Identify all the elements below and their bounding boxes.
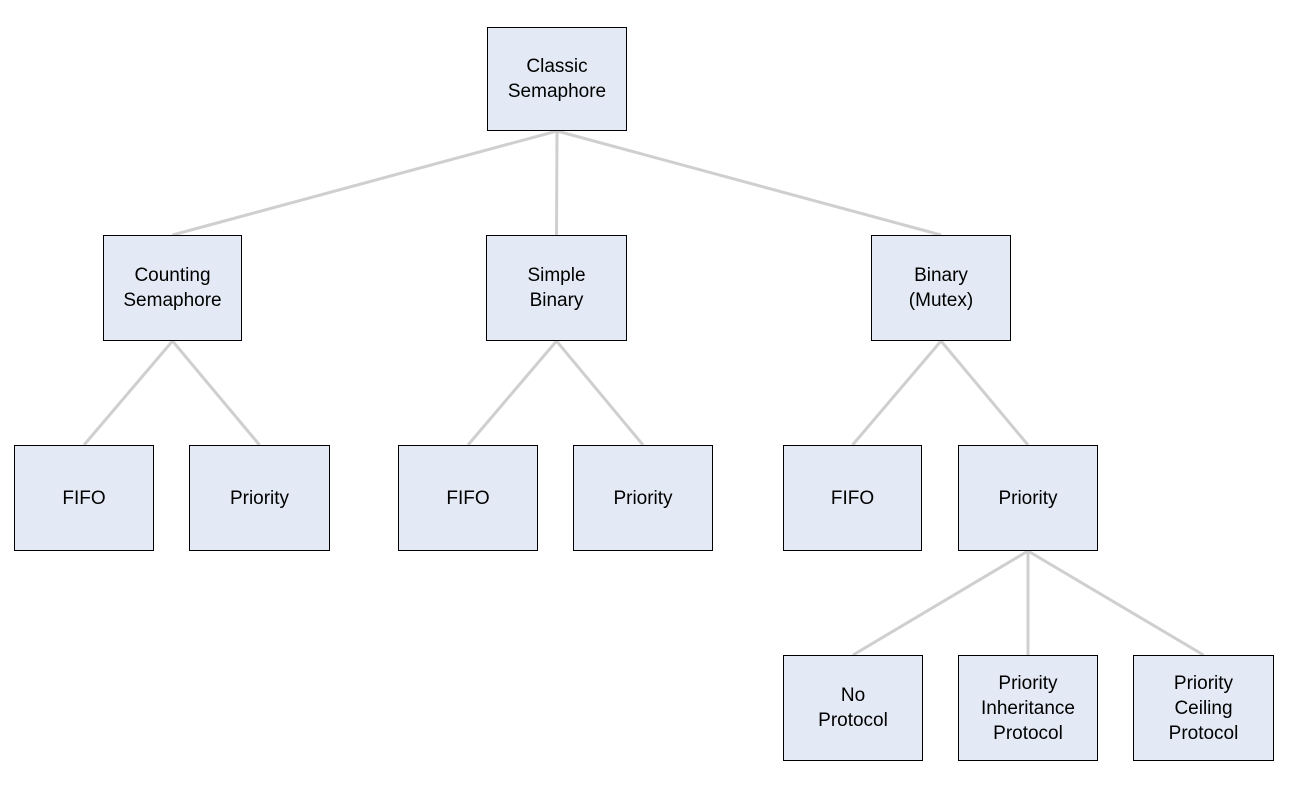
edge-binary-mutex--binary-fifo xyxy=(851,340,943,446)
edge-classic-semaphore--binary-mutex xyxy=(556,129,942,237)
node-label: Binary (Mutex) xyxy=(908,265,974,311)
node-label: Counting Semaphore xyxy=(123,265,222,311)
edge-binary-priority--priority-ceiling-protocol xyxy=(1027,549,1205,657)
node-binary-fifo: FIFO xyxy=(783,445,922,551)
node-label: No Protocol xyxy=(818,685,888,731)
edge-counting-semaphore--counting-fifo xyxy=(82,340,174,446)
node-label: FIFO xyxy=(446,487,490,509)
node-no-protocol: No Protocol xyxy=(783,655,923,761)
node-simple-fifo: FIFO xyxy=(398,445,538,551)
edge-binary-mutex--binary-priority xyxy=(939,340,1030,446)
edge-classic-semaphore--simple-binary xyxy=(555,130,559,236)
node-label: Priority Ceiling Protocol xyxy=(1168,672,1239,744)
node-counting-fifo: FIFO xyxy=(14,445,154,551)
node-label: Priority xyxy=(229,487,290,509)
node-counting-semaphore: Counting Semaphore xyxy=(103,235,242,341)
node-simple-binary: Simple Binary xyxy=(486,235,627,341)
edge-simple-binary--simple-priority xyxy=(555,340,645,446)
node-label: FIFO xyxy=(830,487,875,509)
edge-classic-semaphore--counting-semaphore xyxy=(172,129,558,237)
node-priority-ceiling-protocol: Priority Ceiling Protocol xyxy=(1133,655,1274,761)
node-priority-inheritance-protocol: Priority Inheritance Protocol xyxy=(958,655,1098,761)
node-binary-priority: Priority xyxy=(958,445,1098,551)
node-label: Classic Semaphore xyxy=(507,56,607,102)
node-label: FIFO xyxy=(62,487,106,509)
node-counting-priority: Priority xyxy=(189,445,330,551)
node-classic-semaphore: Classic Semaphore xyxy=(487,27,627,131)
node-label: Simple Binary xyxy=(527,265,586,311)
edge-binary-priority--no-protocol xyxy=(852,549,1029,657)
node-binary-mutex: Binary (Mutex) xyxy=(871,235,1011,341)
edge-simple-binary--simple-fifo xyxy=(466,340,558,446)
node-label: Priority xyxy=(998,487,1058,509)
node-simple-priority: Priority xyxy=(573,445,713,551)
node-label: Priority Inheritance Protocol xyxy=(980,672,1075,744)
node-label: Priority xyxy=(613,487,673,509)
edge-counting-semaphore--counting-priority xyxy=(171,340,261,446)
